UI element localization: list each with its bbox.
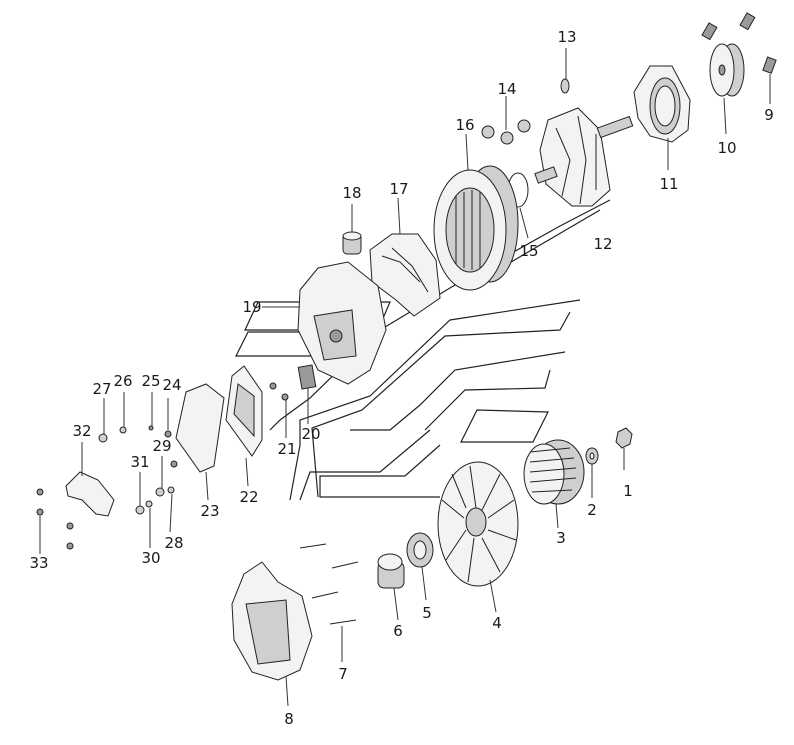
label-31: 31 [130,453,149,471]
part-17-rectifier [369,233,441,317]
part-11-end-frame [633,65,691,143]
label-12: 12 [593,235,612,253]
part-2-washer [585,447,599,465]
label-14: 14 [497,80,516,98]
part-16-stator [433,165,519,291]
part-19-rear-housing [297,261,387,385]
label-22: 22 [239,488,258,506]
label-5: 5 [422,604,432,622]
part-3-pulley [523,439,585,505]
label-21: 21 [277,440,296,458]
label-28: 28 [164,534,183,552]
label-8: 8 [284,710,294,728]
part-21-screws [269,382,289,401]
part-23-cover [175,383,225,473]
part-12-rotor [534,107,634,207]
part-18-sleeve [342,231,362,255]
part-10-plate [709,43,745,97]
label-2: 2 [587,501,597,519]
part-4-fan [437,461,519,587]
label-6: 6 [393,622,403,640]
label-4: 4 [492,614,502,632]
part-9-screws [701,12,777,74]
label-25: 25 [141,372,160,390]
part-33-screws [36,488,74,550]
label-11: 11 [659,175,678,193]
label-7: 7 [338,665,348,683]
label-23: 23 [200,502,219,520]
part-14-nuts [481,119,531,145]
part-13-key [560,78,570,94]
label-17: 17 [389,180,408,198]
leader-lines [39,48,771,707]
part-22-cover [225,365,263,457]
label-27: 27 [92,380,111,398]
label-15: 15 [519,242,538,260]
label-1: 1 [623,482,633,500]
label-33: 33 [29,554,48,572]
label-9: 9 [764,106,774,124]
label-3: 3 [556,529,566,547]
part-6-bushing [377,553,405,589]
label-24: 24 [162,376,181,394]
label-30: 30 [141,549,160,567]
callout-labels: 1 2 3 4 5 6 7 8 9 10 11 12 13 14 15 16 1… [29,28,773,728]
part-1-nut [615,427,633,449]
part-20-terminal [297,364,317,390]
part-32-bracket [65,471,115,517]
label-19: 19 [242,298,261,316]
part-5-spacer [406,532,434,568]
label-29: 29 [152,437,171,455]
label-10: 10 [717,139,736,157]
label-20: 20 [301,425,320,443]
label-32: 32 [72,422,91,440]
label-16: 16 [455,116,474,134]
small-hardware [98,425,178,515]
label-18: 18 [342,184,361,202]
part-7-bolts [299,543,359,625]
label-13: 13 [557,28,576,46]
part-8-front-housing [231,561,313,681]
label-26: 26 [113,372,132,390]
